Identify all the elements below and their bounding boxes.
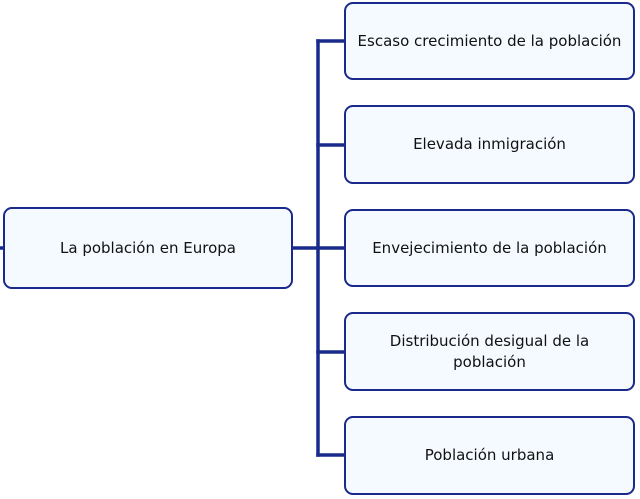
child-node-label: Envejecimiento de la población xyxy=(372,238,607,257)
child-node-poblacion-urbana: Población urbana xyxy=(344,416,635,495)
child-node-envejecimiento: Envejecimiento de la población xyxy=(344,209,635,287)
child-node-elevada-inmigracion: Elevada inmigración xyxy=(344,105,635,184)
root-node: La población en Europa xyxy=(3,207,293,289)
child-node-label: Escaso crecimiento de la población xyxy=(357,31,622,50)
root-node-label: La población en Europa xyxy=(60,238,236,257)
child-node-escaso-crecimiento: Escaso crecimiento de la población xyxy=(344,2,635,80)
child-node-label: Población urbana xyxy=(424,446,555,464)
child-node-distribucion-desigual: Distribución desigual de la población xyxy=(344,312,635,391)
child-node-label: Elevada inmigración xyxy=(413,135,566,153)
child-node-label: Distribución desigual de la población xyxy=(389,331,590,371)
